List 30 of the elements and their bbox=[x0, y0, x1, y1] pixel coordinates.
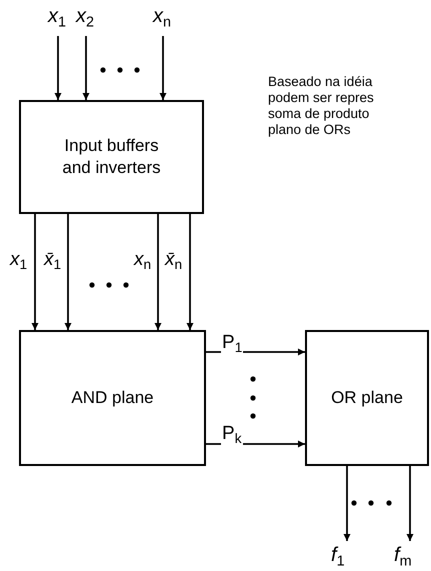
note-text: plano de ORs bbox=[268, 122, 351, 138]
block-label: Input buffers and inverters bbox=[61, 134, 162, 179]
signal-label: x$_{1}$ bbox=[48, 6, 66, 30]
signal-label: f$_{1}$ bbox=[331, 545, 345, 569]
block-box bbox=[305, 330, 429, 466]
signal-label: f$_{m}$ bbox=[394, 545, 412, 569]
block-label: AND plane bbox=[71, 386, 154, 409]
note-text: Baseado na idéia bbox=[268, 74, 372, 90]
arrow bbox=[82, 36, 90, 100]
block-box bbox=[19, 330, 206, 466]
arrow bbox=[64, 214, 72, 330]
arrow bbox=[406, 466, 414, 541]
note-text: podem ser repres bbox=[268, 90, 374, 106]
arrow bbox=[206, 348, 305, 356]
arrow bbox=[32, 214, 38, 330]
edge-label: P$_{k}$ bbox=[221, 424, 243, 446]
arrow bbox=[206, 440, 305, 448]
block-label: OR plane bbox=[331, 386, 403, 409]
signal-label: x$_{n}$ bbox=[153, 6, 172, 30]
block-box bbox=[19, 100, 204, 214]
edge-label: x̄$_{n}$ bbox=[164, 250, 184, 272]
note-text: soma de produto bbox=[268, 106, 370, 122]
edge-label: x̄$_{1}$ bbox=[43, 250, 62, 272]
signal-label: x$_{2}$ bbox=[76, 6, 94, 30]
arrow bbox=[154, 214, 162, 330]
arrow bbox=[186, 214, 194, 330]
arrow bbox=[344, 466, 350, 541]
arrow bbox=[160, 36, 166, 100]
edge-label: P$_{1}$ bbox=[221, 333, 244, 355]
arrow bbox=[54, 36, 62, 100]
